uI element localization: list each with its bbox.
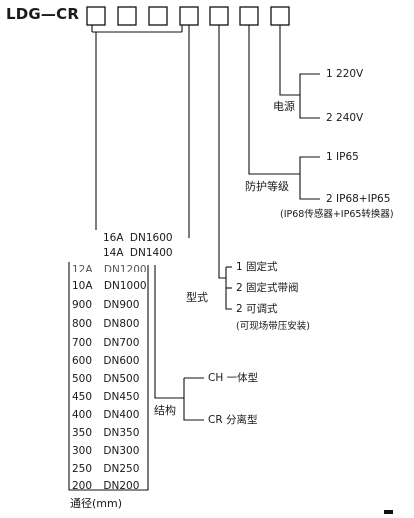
protection-branch-1 [299,156,320,174]
diameter-code: 700 [72,337,93,349]
diameter-label: 通径(mm) [70,497,123,510]
diameter-code: 16A [103,232,124,244]
code-box-7 [270,6,290,26]
form-note: (可现场带压安装) [236,321,310,332]
diameter-row-450: 450 DN450 [72,391,139,403]
diameter-code: 14A [103,247,124,259]
structure-label: 结构 [154,404,176,417]
code-box-6 [239,6,259,26]
diameter-dn: DN1400 [129,247,173,259]
diameter-code: 200 [72,480,93,492]
diameter-row-800: 800 DN800 [72,318,139,330]
diameter-row-500: 500 DN500 [72,373,139,385]
protection-note: (IP68传感器+IP65转换器) [280,209,394,220]
diameter-row-300: 300 DN300 [72,445,139,457]
diameter-code: 900 [72,299,93,311]
diameter-code: 350 [72,427,93,439]
power-supply-label: 电源 [273,100,295,113]
diameter-dn: DN900 [103,299,140,311]
diameter-code: 800 [72,318,93,330]
protection-option-ip68: 2 IP68+IP65 [326,193,391,205]
diameter-row-1600: 16A DN1600 [103,232,173,244]
diameter-code: 600 [72,355,93,367]
diameter-code: 400 [72,409,93,421]
diameter-dn: DN400 [103,409,140,421]
model-code: LDG—CR [6,5,80,23]
diameter-line-bottom [68,262,149,491]
diameter-row-350: 350 DN350 [72,427,139,439]
diameter-row-1400: 14A DN1400 [103,247,173,259]
diameter-row-1000: 10A DN1000 [72,280,147,292]
decorative-mark [384,510,393,514]
diameter-code: 10A [72,280,93,292]
diameter-dn: DN200 [103,480,140,492]
form-label: 型式 [186,291,208,304]
code-box-4 [179,6,199,26]
diameter-dn: DN800 [103,318,140,330]
form-branch-1 [225,267,232,310]
diameter-dn: DN600 [103,355,140,367]
diameter-row-400: 400 DN400 [72,409,139,421]
diameter-code: 450 [72,391,93,403]
code-box-3 [148,6,168,26]
structure-option-separate: CR 分离型 [208,414,258,426]
diameter-code: 500 [72,373,93,385]
diameter-code: 250 [72,463,93,475]
protection-option-ip65: 1 IP65 [326,151,359,163]
diameter-row-900: 900 DN900 [72,299,139,311]
protection-label: 防护等级 [245,180,289,193]
power-supply-branch-1 [299,73,320,95]
code-box-2 [117,6,137,26]
structure-branch [183,378,204,421]
diameter-row-600: 600 DN600 [72,355,139,367]
diameter-dn: DN700 [103,337,140,349]
diameter-dn: DN300 [103,445,140,457]
diameter-code: 300 [72,445,93,457]
diameter-dn: DN500 [103,373,140,385]
form-line [218,25,226,279]
diameter-code: 12A [72,264,93,272]
diameter-dn: DN350 [103,427,140,439]
form-option-fixed: 1 固定式 [236,261,278,273]
structure-option-integrated: CH 一体型 [208,372,259,384]
code-box-5 [209,6,229,26]
diameter-dn: DN250 [103,463,140,475]
code-boxes [86,6,290,26]
connector-lines [68,25,320,491]
diameter-row-700: 700 DN700 [72,337,139,349]
form-option-adjustable: 2 可调式 [236,303,278,315]
diameter-dn: DN1600 [129,232,173,244]
code-box-1 [86,6,106,26]
structure-line-lower [154,265,184,399]
diameter-row-1200: 12A DN1200 [72,264,147,272]
power-supply-option-240v: 2 240V [326,112,364,124]
diameter-row-250: 250 DN250 [72,463,139,475]
diameter-dn: DN450 [103,391,140,403]
diameter-dn: DN1200 [103,264,147,272]
form-option-fixed-valve: 2 固定式带阀 [236,282,299,294]
power-supply-option-220v: 1 220V [326,68,364,80]
diameter-dn: DN1000 [103,280,147,292]
diameter-row-200: 200 DN200 [72,480,139,492]
